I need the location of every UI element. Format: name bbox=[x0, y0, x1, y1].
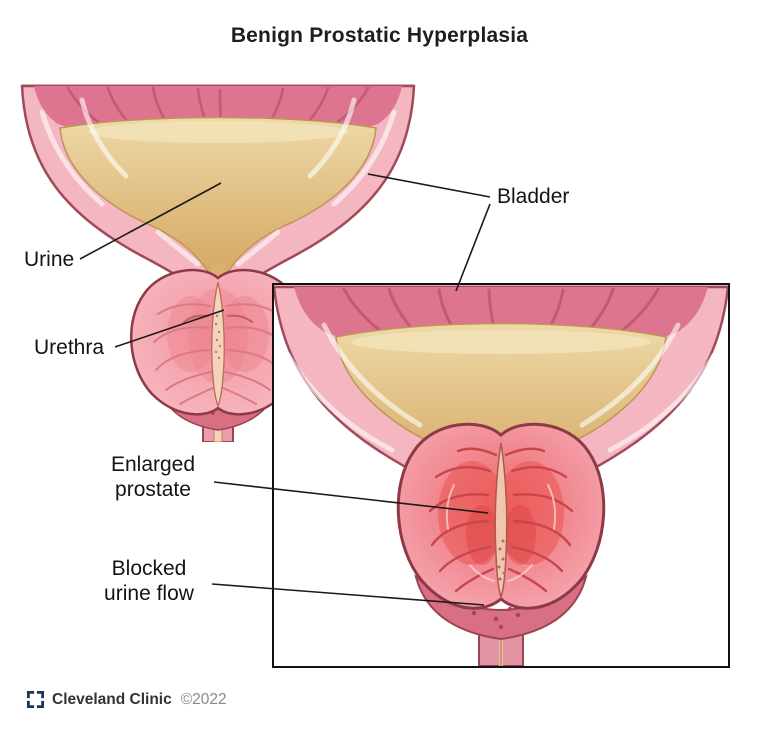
label-bladder: Bladder bbox=[497, 185, 570, 208]
footer-credit: Cleveland Clinic ©2022 bbox=[26, 690, 227, 709]
cleveland-clinic-logo-icon bbox=[26, 690, 45, 709]
label-blocked-urine-flow: Blocked urine flow bbox=[104, 557, 194, 605]
brand-name: Cleveland Clinic bbox=[52, 690, 172, 708]
figure-title: Benign Prostatic Hyperplasia bbox=[230, 24, 529, 47]
copyright-text: ©2022 bbox=[180, 690, 227, 708]
leader-bladder-to-inset bbox=[455, 203, 491, 292]
pinched-urethra-channel-inset bbox=[494, 442, 508, 600]
label-enlarged-prostate: Enlarged prostate bbox=[110, 453, 196, 501]
inset-panel-enlarged-prostate bbox=[272, 283, 730, 668]
inset-illustration-svg bbox=[274, 285, 728, 666]
